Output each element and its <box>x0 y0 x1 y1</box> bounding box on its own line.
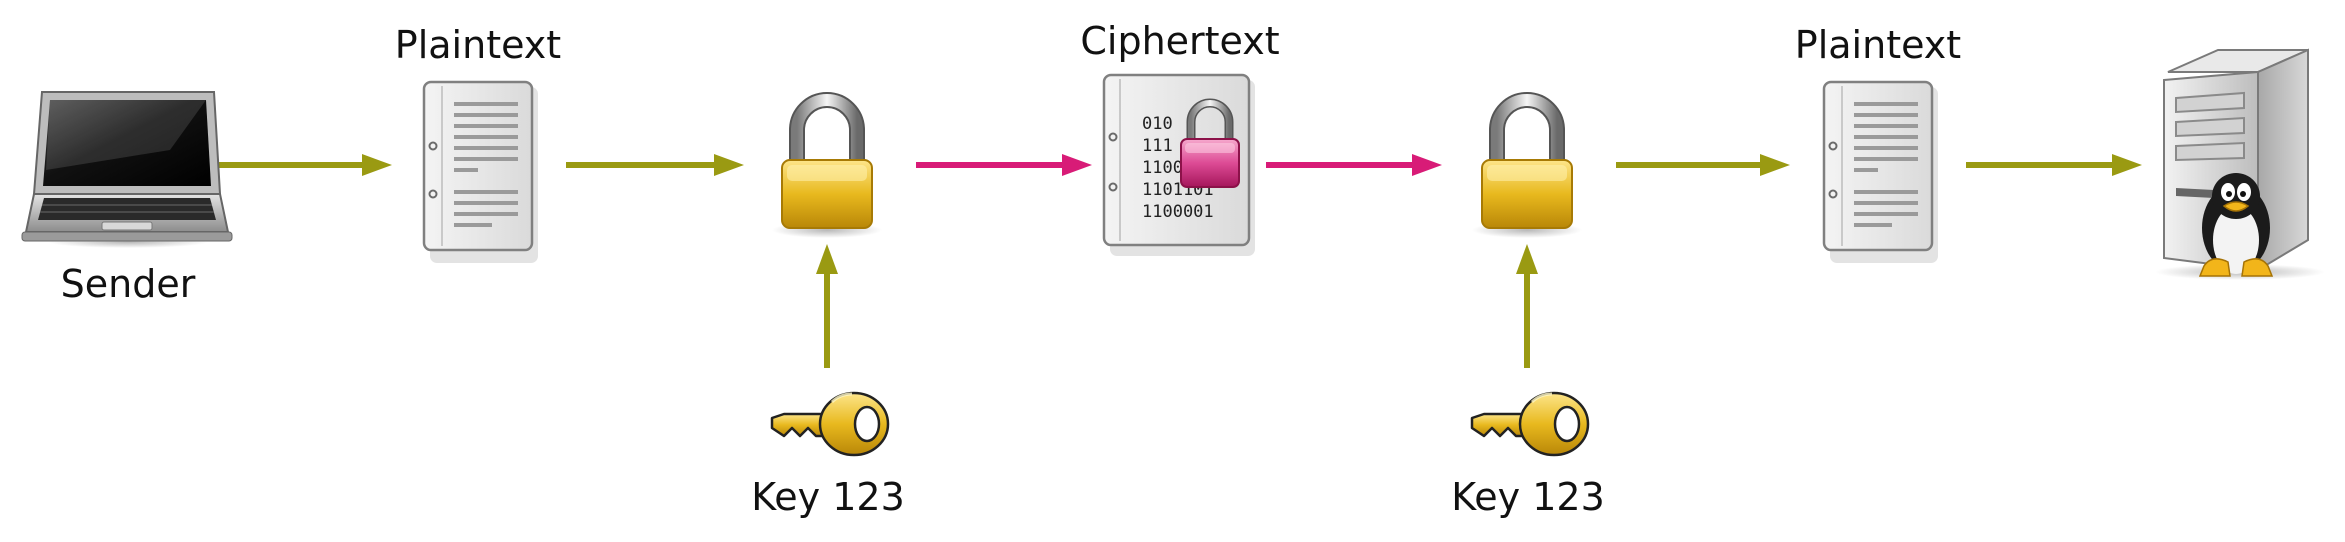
key-label-right: Key 123 <box>1451 475 1605 519</box>
ciphertext-label: Ciphertext <box>1080 19 1280 63</box>
decrypt-padlock-icon <box>1472 100 1582 238</box>
penguin-icon <box>2198 173 2274 277</box>
sender-label: Sender <box>60 262 196 306</box>
plaintext-label-right: Plaintext <box>1794 23 1962 67</box>
plaintext-label-left: Plaintext <box>394 23 562 67</box>
key-label-left: Key 123 <box>751 475 905 519</box>
arrow-plaintext-to-server <box>1966 154 2142 176</box>
arrow-sender-to-plaintext <box>218 154 392 176</box>
key-icon-left <box>770 391 890 457</box>
server-icon <box>2155 48 2325 280</box>
ciphertext-document-icon: 010 111 1100110 1101101 1100001 <box>1102 73 1255 256</box>
laptop-icon <box>21 91 233 248</box>
arrow-lock-to-plaintext <box>1616 154 1790 176</box>
pink-padlock-icon <box>1180 98 1240 188</box>
arrow-key-to-decrypt-lock <box>1516 244 1538 368</box>
encrypt-padlock-icon <box>772 100 882 238</box>
arrow-lock-to-ciphertext <box>916 154 1092 176</box>
plaintext-document-icon-right <box>1822 80 1940 265</box>
arrow-key-to-encrypt-lock <box>816 244 838 368</box>
bits-line-1: 010 <box>1142 114 1173 134</box>
bits-line-5: 1100001 <box>1142 202 1214 222</box>
bits-line-2: 111 <box>1142 136 1173 156</box>
arrow-ciphertext-to-lock <box>1266 154 1442 176</box>
arrow-plaintext-to-lock <box>566 154 744 176</box>
plaintext-document-icon <box>422 80 540 265</box>
key-icon-right <box>1470 391 1590 457</box>
